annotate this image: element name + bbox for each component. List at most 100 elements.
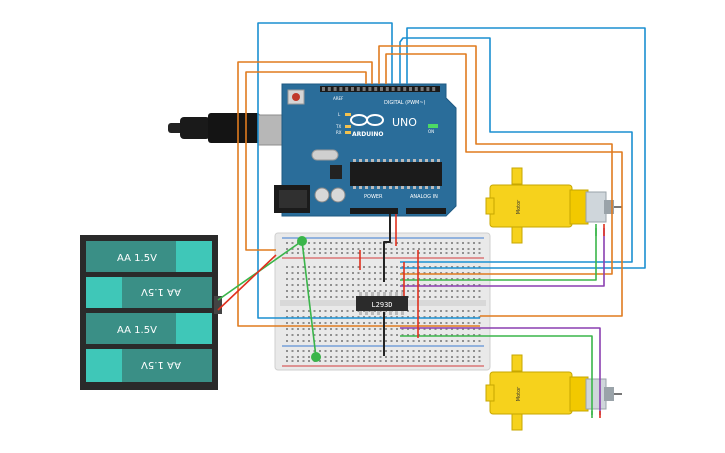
breadboard-hole <box>451 290 453 292</box>
breadboard-hole <box>390 350 393 352</box>
breadboard-hole <box>374 252 376 254</box>
breadboard-hole <box>297 248 299 250</box>
breadboard-hole <box>357 266 360 268</box>
wire-blue-pin-to-rail[interactable] <box>399 37 633 263</box>
wire-purple-motor2[interactable] <box>400 327 601 415</box>
breadboard-hole <box>467 248 470 250</box>
l293d-driver[interactable]: L293D <box>356 292 408 315</box>
breadboard-hole <box>341 340 343 342</box>
dc-motor-2[interactable]: Motor <box>485 354 622 431</box>
breadboard-hole <box>324 290 327 292</box>
breadboard-hole <box>368 322 371 324</box>
l293d-pin <box>371 292 374 296</box>
breadboard-hole <box>401 278 404 280</box>
wire-purple-motor1[interactable] <box>400 228 605 287</box>
breadboard-hole <box>330 328 332 330</box>
breadboard-hole <box>434 290 437 292</box>
breadboard-hole <box>346 356 349 358</box>
breadboard-hole <box>440 360 442 362</box>
logo-loop-right <box>366 114 384 126</box>
breadboard-hole <box>341 248 343 250</box>
breadboard-hole <box>385 284 387 286</box>
breadboard-hole <box>434 340 437 342</box>
breadboard-hole <box>335 252 338 254</box>
breadboard-hole <box>456 322 459 324</box>
breadboard-hole <box>379 284 382 286</box>
breadboard-hole <box>423 252 426 254</box>
breadboard-hole <box>478 296 481 298</box>
breadboard-hole <box>302 266 305 268</box>
breadboard-hole <box>385 322 387 324</box>
l293d-body <box>356 296 408 311</box>
breadboard-hole <box>467 290 470 292</box>
breadboard-hole <box>297 284 299 286</box>
header-pin <box>426 87 430 91</box>
breadboard-hole <box>478 356 481 358</box>
breadboard-hole <box>390 316 393 318</box>
breadboard-hole <box>401 340 404 342</box>
battery-pack[interactable]: AA 1.5V AA 1.5V AA 1.5V AA 1.5V <box>80 235 222 390</box>
header-pin <box>385 87 389 91</box>
breadboard-hole <box>451 316 453 318</box>
wire-green-rail-bridge[interactable] <box>301 240 317 358</box>
breadboard-hole <box>429 242 431 244</box>
breadboard-hole <box>297 340 299 342</box>
breadboard-hole <box>418 296 420 298</box>
breadboard-hole <box>291 316 294 318</box>
wire-green-motor1[interactable] <box>400 228 597 281</box>
breadboard-hole <box>286 284 288 286</box>
dc-motor-1[interactable]: Motor <box>485 167 622 244</box>
wire-blue-left-loop[interactable] <box>257 22 480 319</box>
breadboard-hole <box>374 284 376 286</box>
breadboard-hole <box>341 360 343 362</box>
breadboard-hole <box>407 356 409 358</box>
wire-black-gnd[interactable] <box>383 214 391 282</box>
wire-red-battery[interactable] <box>217 254 277 311</box>
junction-bottom[interactable] <box>311 352 321 362</box>
breadboard-hole <box>374 272 376 274</box>
breadboard-hole <box>363 252 365 254</box>
breadboard-hole <box>434 252 437 254</box>
breadboard-hole <box>462 272 464 274</box>
breadboard-hole <box>445 290 448 292</box>
breadboard-hole <box>324 328 327 330</box>
breadboard-hole <box>418 340 420 342</box>
power-header <box>350 208 398 214</box>
junction-top[interactable] <box>297 236 307 246</box>
breadboard-hole <box>330 296 332 298</box>
breadboard-hole <box>335 272 338 274</box>
breadboard-hole <box>346 278 349 280</box>
breadboard-hole <box>297 316 299 318</box>
breadboard-hole <box>357 328 360 330</box>
wire-orange-left-loop[interactable] <box>237 61 480 327</box>
breadboard-hole <box>297 360 299 362</box>
wire-orange-short[interactable] <box>245 71 367 251</box>
breadboard-hole <box>302 278 305 280</box>
breadboard-hole <box>456 278 459 280</box>
breadboard-hole <box>313 248 316 250</box>
breadboard-hole <box>478 248 481 250</box>
motor-endcap <box>604 200 614 214</box>
header-pin <box>345 87 349 91</box>
breadboard-hole <box>341 316 343 318</box>
wire-orange-top-loop[interactable] <box>378 45 613 275</box>
wire-orange-right-loop[interactable] <box>385 53 623 317</box>
breadboard-hole <box>341 290 343 292</box>
breadboard-hole <box>462 284 464 286</box>
breadboard-hole <box>396 278 398 280</box>
breadboard-hole <box>352 284 354 286</box>
wire-green-motor2[interactable] <box>400 335 593 415</box>
breadboard-hole <box>462 350 464 352</box>
breadboard-hole <box>473 310 475 312</box>
breadboard-hole <box>401 328 404 330</box>
breadboard-hole <box>330 316 332 318</box>
breadboard-hole <box>462 334 464 336</box>
breadboard-hole <box>324 350 327 352</box>
breadboard-hole <box>291 310 294 312</box>
breadboard-hole <box>478 290 481 292</box>
arduino-uno-board[interactable]: DIGITAL (PWM~) AREF ARDUINO UNO L TX RX … <box>168 83 457 217</box>
breadboard-hole <box>363 356 365 358</box>
breadboard-hole <box>418 322 420 324</box>
breadboard-hole <box>456 290 459 292</box>
